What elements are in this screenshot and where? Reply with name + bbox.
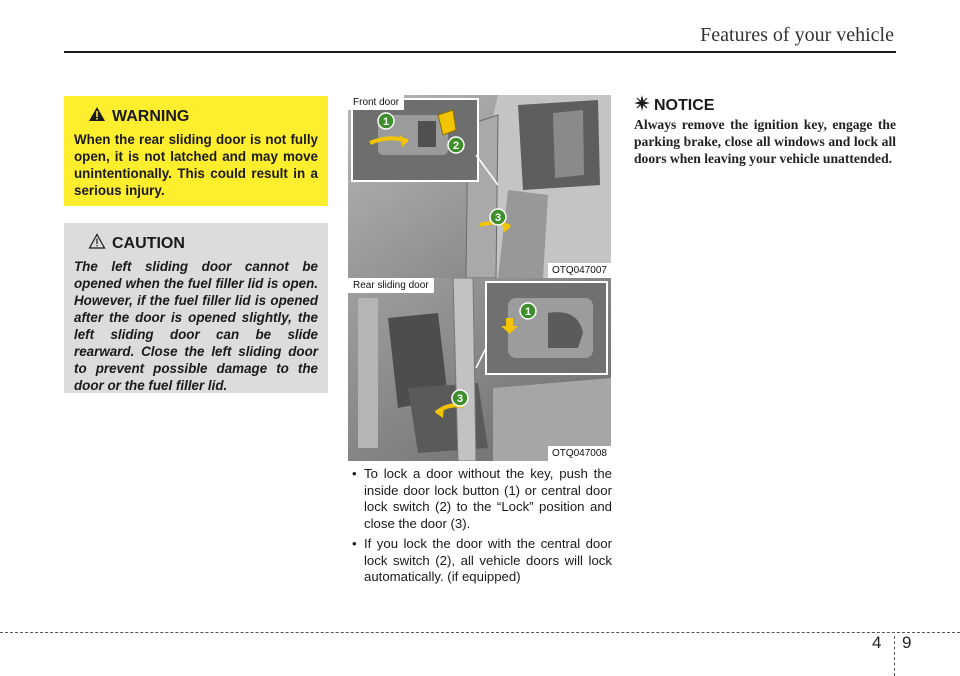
rear-door-label: Rear sliding door <box>348 278 434 293</box>
rear-door-code: OTQ047008 <box>547 446 611 461</box>
callout-1-label: 1 <box>383 116 389 128</box>
callout-2-icon <box>447 136 465 154</box>
warning-box: WARNING When the rear sliding door is no… <box>64 96 328 206</box>
list-item: To lock a door without the key, push the… <box>350 466 612 532</box>
list-item: If you lock the door with the central do… <box>350 536 612 586</box>
instruction-list: To lock a door without the key, push the… <box>350 466 612 590</box>
caution-text: The left sliding door cannot be opened w… <box>74 259 318 393</box>
caution-title: CAUTION <box>112 234 185 252</box>
rear-door-illustration: 1 3 <box>348 278 611 461</box>
caution-box: CAUTION The left sliding door cannot be … <box>64 223 328 393</box>
page-divider <box>894 636 895 676</box>
rear-callout-1-label: 1 <box>525 306 531 318</box>
notice-heading: NOTICE <box>634 95 714 116</box>
callout-2-label: 2 <box>453 140 459 152</box>
rear-door-figure: 1 3 Rear sliding door OTQ047008 <box>348 278 611 461</box>
callout-3-icon <box>489 208 507 226</box>
rear-callout-1-icon <box>519 302 537 320</box>
callout-3-label: 3 <box>495 212 501 224</box>
warning-title: WARNING <box>112 107 190 125</box>
front-door-code: OTQ047007 <box>547 263 611 278</box>
caution-triangle-icon <box>88 233 106 254</box>
warning-heading: WARNING <box>88 106 318 127</box>
front-door-label: Front door <box>348 95 405 110</box>
chapter-number: 4 <box>872 633 882 652</box>
four-point-star-icon <box>634 95 650 116</box>
front-door-figure: 1 2 3 Front door OTQ047007 <box>348 95 611 278</box>
front-door-illustration: 1 2 3 <box>348 95 611 278</box>
caution-heading: CAUTION <box>88 233 318 254</box>
rear-callout-3-icon <box>451 389 469 407</box>
footer-rule <box>0 632 960 633</box>
header-rule <box>64 51 896 53</box>
notice-title: NOTICE <box>654 96 715 114</box>
section-title: Features of your vehicle <box>700 24 894 46</box>
notice-text: Always remove the ignition key, engage t… <box>634 117 896 166</box>
warning-text: When the rear sliding door is not fully … <box>74 132 318 198</box>
warning-triangle-icon <box>88 106 106 127</box>
callout-1-icon <box>377 112 395 130</box>
page-number: 9 <box>902 633 912 652</box>
rear-callout-3-label: 3 <box>457 393 463 405</box>
